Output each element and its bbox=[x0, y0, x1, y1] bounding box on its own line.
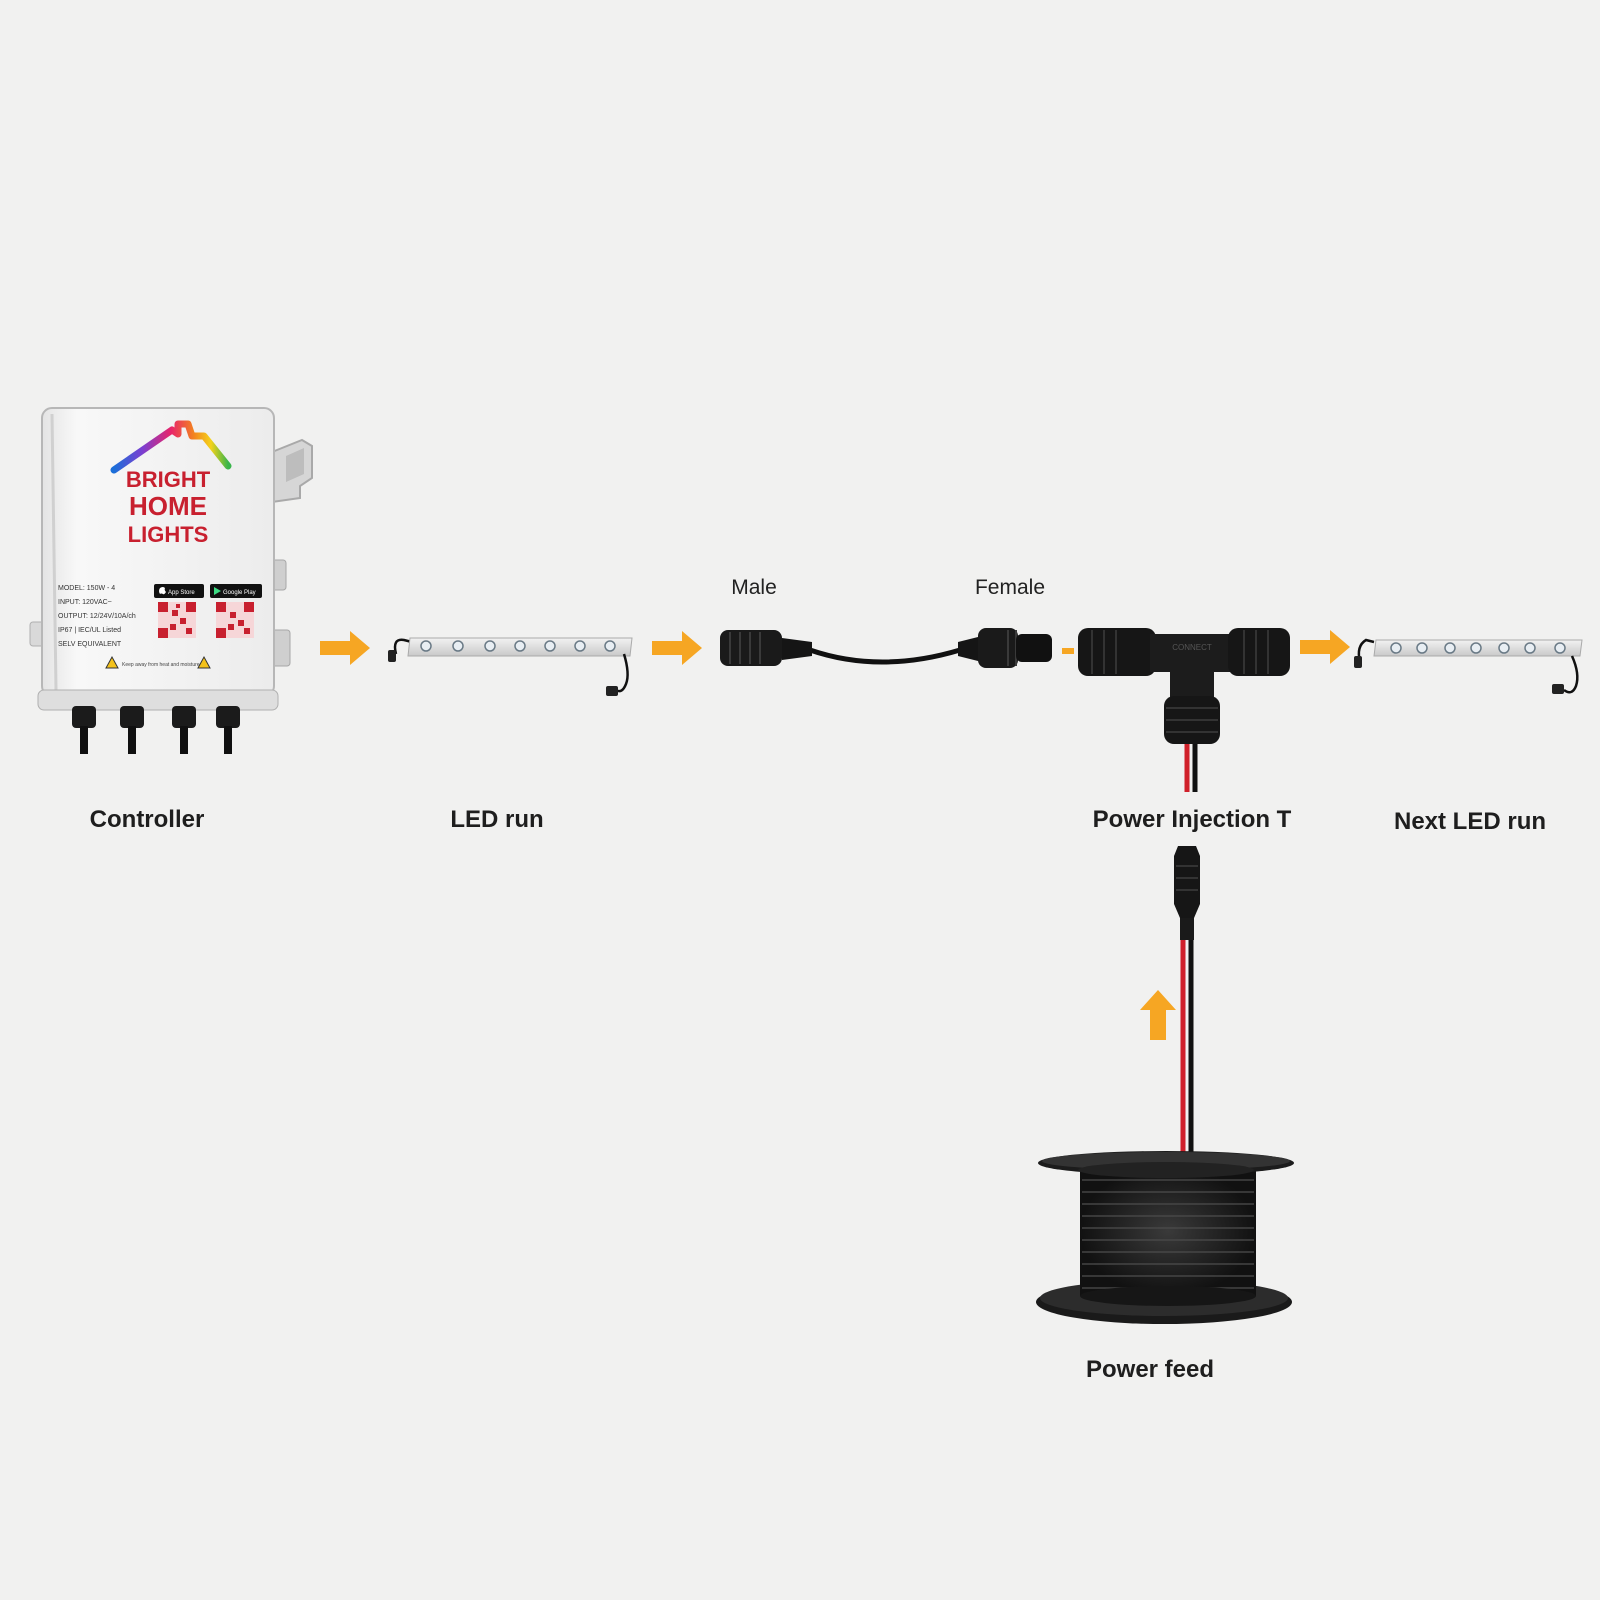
extension-cable bbox=[720, 628, 1052, 668]
male-connector bbox=[720, 630, 812, 666]
label-power-injection-t: Power Injection T bbox=[1092, 806, 1292, 833]
t-connector-marking: CONNECT bbox=[1172, 643, 1212, 652]
led-strip bbox=[388, 637, 633, 696]
label-power-feed: Power feed bbox=[1085, 1356, 1215, 1383]
warning-text: Keep away from heat and moisture bbox=[122, 662, 200, 668]
app-store-label: App Store bbox=[168, 590, 195, 596]
apple-icon bbox=[159, 587, 166, 595]
spec-line: INPUT: 120VAC~ bbox=[58, 599, 112, 606]
small-arrow-mark bbox=[1062, 648, 1074, 654]
play-icon bbox=[214, 587, 221, 595]
cable-glands bbox=[72, 706, 240, 754]
up-arrow-icon bbox=[1140, 990, 1176, 1040]
warning-icon bbox=[105, 655, 119, 669]
label-male: Male bbox=[731, 576, 777, 599]
power-feed-lead bbox=[1174, 846, 1200, 1160]
brand-line-1: BRIGHT bbox=[126, 467, 211, 492]
label-controller: Controller bbox=[89, 806, 205, 833]
label-next-led-run: Next LED run bbox=[1393, 808, 1547, 835]
right-arrow-icon bbox=[1300, 630, 1350, 664]
spec-line: OUTPUT: 12/24V/10A/ch bbox=[58, 613, 136, 620]
spec-text-block: MODEL: 150W - 4 INPUT: 120VAC~ OUTPUT: 1… bbox=[58, 585, 136, 648]
female-connector bbox=[958, 628, 1052, 668]
app-store-badge: App Store bbox=[154, 584, 204, 598]
house-roof-logo bbox=[110, 420, 232, 474]
power-injection-t-connector: CONNECT bbox=[1078, 628, 1290, 792]
spec-line: IP67 | IEC/UL Listed bbox=[58, 627, 121, 634]
label-led-run: LED run bbox=[450, 806, 544, 833]
right-arrow-icon bbox=[320, 631, 370, 665]
spec-line: MODEL: 150W - 4 bbox=[58, 585, 115, 592]
right-arrow-icon bbox=[652, 631, 702, 665]
controller-box: BRIGHT HOME LIGHTS MODEL: 150W - 4 INPUT… bbox=[29, 407, 313, 754]
label-female: Female bbox=[974, 576, 1046, 599]
mounting-bracket bbox=[271, 438, 313, 504]
google-play-label: Google Play bbox=[223, 590, 256, 596]
google-play-badge: Google Play bbox=[210, 584, 262, 598]
qr-code-icon bbox=[158, 602, 196, 638]
qr-code-icon bbox=[216, 602, 254, 638]
warning-strip: Keep away from heat and moisture bbox=[105, 655, 211, 669]
warning-icon bbox=[197, 655, 211, 669]
next-led-strip bbox=[1354, 638, 1583, 694]
cable-spool bbox=[1036, 1151, 1294, 1324]
brand-line-3: LIGHTS bbox=[128, 522, 209, 547]
brand-line-2: HOME bbox=[129, 491, 207, 521]
spec-line: SELV EQUIVALENT bbox=[58, 641, 122, 648]
